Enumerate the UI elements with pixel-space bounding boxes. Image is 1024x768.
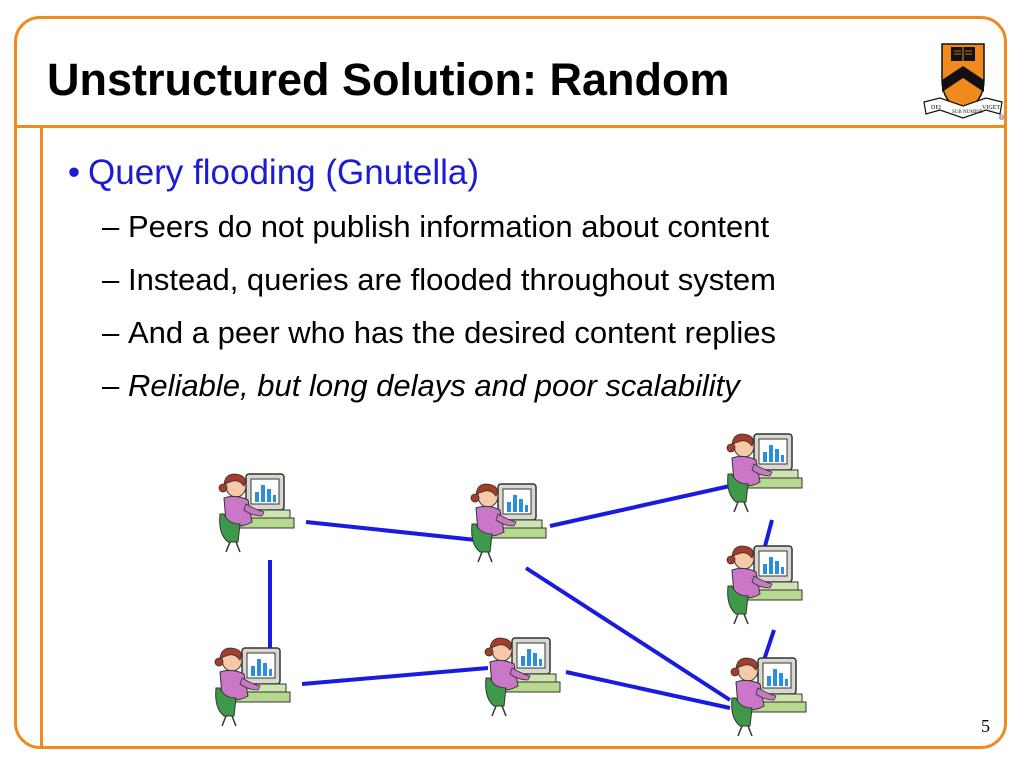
slide-frame: [14, 16, 1007, 749]
peer-at-computer-icon: [726, 545, 803, 625]
logo-motto-left: DEI: [931, 105, 941, 111]
logo-registered-mark: ®: [999, 114, 1005, 122]
sub-bullet-text: Reliable, but long delays and poor scala…: [128, 368, 740, 403]
peer-at-computer-icon: [470, 483, 547, 563]
network-link: [301, 666, 489, 686]
bullet-text: Query flooding (Gnutella): [88, 153, 480, 192]
dash-marker: –: [102, 209, 120, 244]
bullet-marker: •: [67, 153, 81, 192]
slide-title: Unstructured Solution: Random: [47, 54, 730, 105]
network-link: [762, 519, 774, 551]
bullet-item: • Query flooding (Gnutella): [60, 146, 990, 200]
sub-bullet-item: – And a peer who has the desired content…: [102, 306, 990, 359]
peer-at-computer-icon: [484, 637, 561, 717]
sub-bullet-text: Instead, queries are flooded throughout …: [128, 262, 776, 297]
peer-at-computer-icon: [218, 473, 295, 553]
network-link: [565, 670, 731, 710]
dash-marker: –: [102, 262, 120, 297]
peer-at-computer-icon: [726, 433, 803, 513]
title-divider: [14, 125, 1007, 128]
logo-motto-right: VIGET: [982, 105, 1000, 111]
side-divider: [40, 128, 43, 748]
sub-bullet-item: – Reliable, but long delays and poor sca…: [102, 359, 990, 412]
sub-bullet-text: Peers do not publish information about c…: [128, 209, 770, 244]
dash-marker: –: [102, 315, 120, 350]
dash-marker: –: [102, 368, 120, 403]
sub-bullet-item: – Instead, queries are flooded throughou…: [102, 253, 990, 306]
bullet-list: • Query flooding (Gnutella) – Peers do n…: [60, 146, 990, 412]
sub-bullet-item: – Peers do not publish information about…: [102, 200, 990, 253]
sub-bullet-text: And a peer who has the desired content r…: [128, 315, 776, 350]
logo-motto-center: SUB NUMINE: [952, 110, 983, 115]
peer-at-computer-icon: [730, 657, 807, 737]
princeton-shield-logo: DEI SUB NUMINE VIGET ®: [923, 43, 1005, 122]
network-link: [549, 484, 731, 528]
peer-at-computer-icon: [214, 647, 291, 727]
network-links: [268, 484, 776, 710]
page-number: 5: [981, 716, 990, 736]
network-link: [762, 629, 776, 661]
network-link: [305, 520, 477, 542]
network-link: [524, 566, 732, 702]
